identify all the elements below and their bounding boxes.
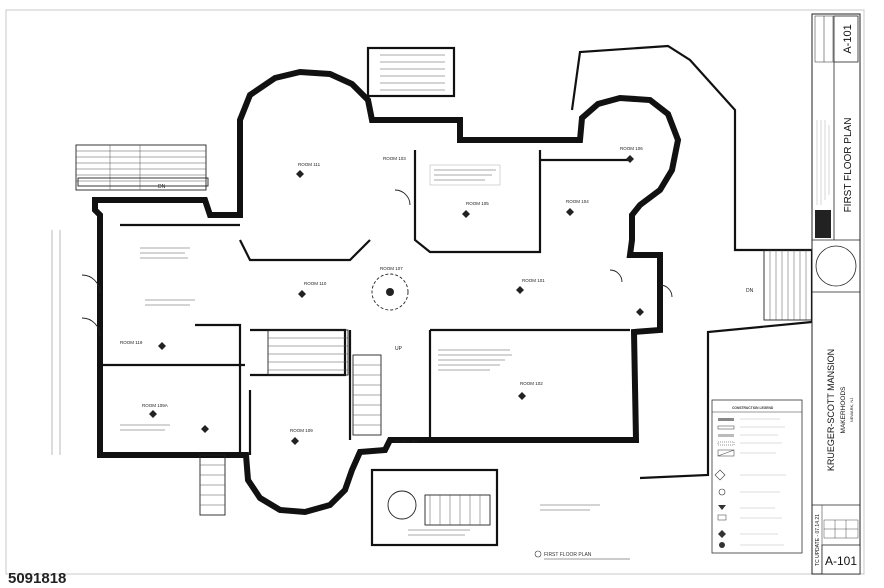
south-lift-area — [370, 468, 499, 547]
room-label-103: ROOM 103 — [383, 156, 406, 161]
project-location: NEWARK, NJ — [849, 398, 854, 423]
construction-legend: CONSTRUCTION LEGEND — [711, 399, 803, 554]
veranda-outline — [570, 44, 814, 480]
architect-logo — [815, 210, 831, 238]
drawing-notes — [51, 164, 600, 536]
room-label-102: ROOM 102 — [520, 381, 543, 386]
room-label-105: ROOM 105 — [466, 201, 489, 206]
sheet-title: FIRST FLOOR PLAN — [843, 118, 854, 213]
sheet-number-bottom: A-101 — [825, 554, 857, 568]
exterior-stair-southwest — [199, 454, 226, 516]
exterior-stair-north — [366, 46, 456, 98]
room-label-106: ROOM 106 — [620, 146, 643, 151]
room-label-107: ROOM 107 — [380, 266, 403, 271]
room-label-109: ROOM 109 — [290, 428, 313, 433]
sheet-number-top: A-101 — [842, 24, 854, 53]
room-tag-markers — [149, 155, 644, 445]
room-label-111: ROOM 111 — [298, 162, 321, 167]
plan-caption: FIRST FLOOR PLAN — [544, 552, 592, 558]
stair-label-east: DN — [746, 288, 754, 294]
room-label-104: ROOM 104 — [566, 199, 589, 204]
caption-bubble — [534, 550, 542, 558]
client-name: MAKERHOODS — [840, 386, 847, 434]
exterior-stair-west — [75, 144, 209, 191]
floor-plan-drawing: DN DN — [51, 44, 814, 560]
stair-label-west: DN — [158, 184, 166, 190]
project-name: KRUEGER-SCOTT MANSION — [826, 349, 836, 471]
stair-label-interior: UP — [395, 346, 403, 352]
revision-note: TC UPDATE - 07.14.21 — [815, 514, 821, 566]
interior-stair — [267, 329, 382, 436]
room-label-110: ROOM 110 — [304, 281, 327, 286]
rotunda — [371, 273, 409, 311]
room-label-109a: ROOM 109A — [142, 403, 168, 408]
listing-id: 5091818 — [8, 570, 66, 587]
legend-title: CONSTRUCTION LEGEND — [732, 406, 774, 410]
project-seal — [815, 245, 857, 287]
room-label-108: ROOM 108 — [395, 439, 418, 444]
room-label-119: ROOM 119 — [120, 340, 143, 345]
room-label-101: ROOM 101 — [522, 278, 545, 283]
doors — [81, 189, 673, 337]
title-block: A-101 FIRST FLOOR PLAN KRUEGER-SCOTT MAN… — [811, 13, 861, 575]
